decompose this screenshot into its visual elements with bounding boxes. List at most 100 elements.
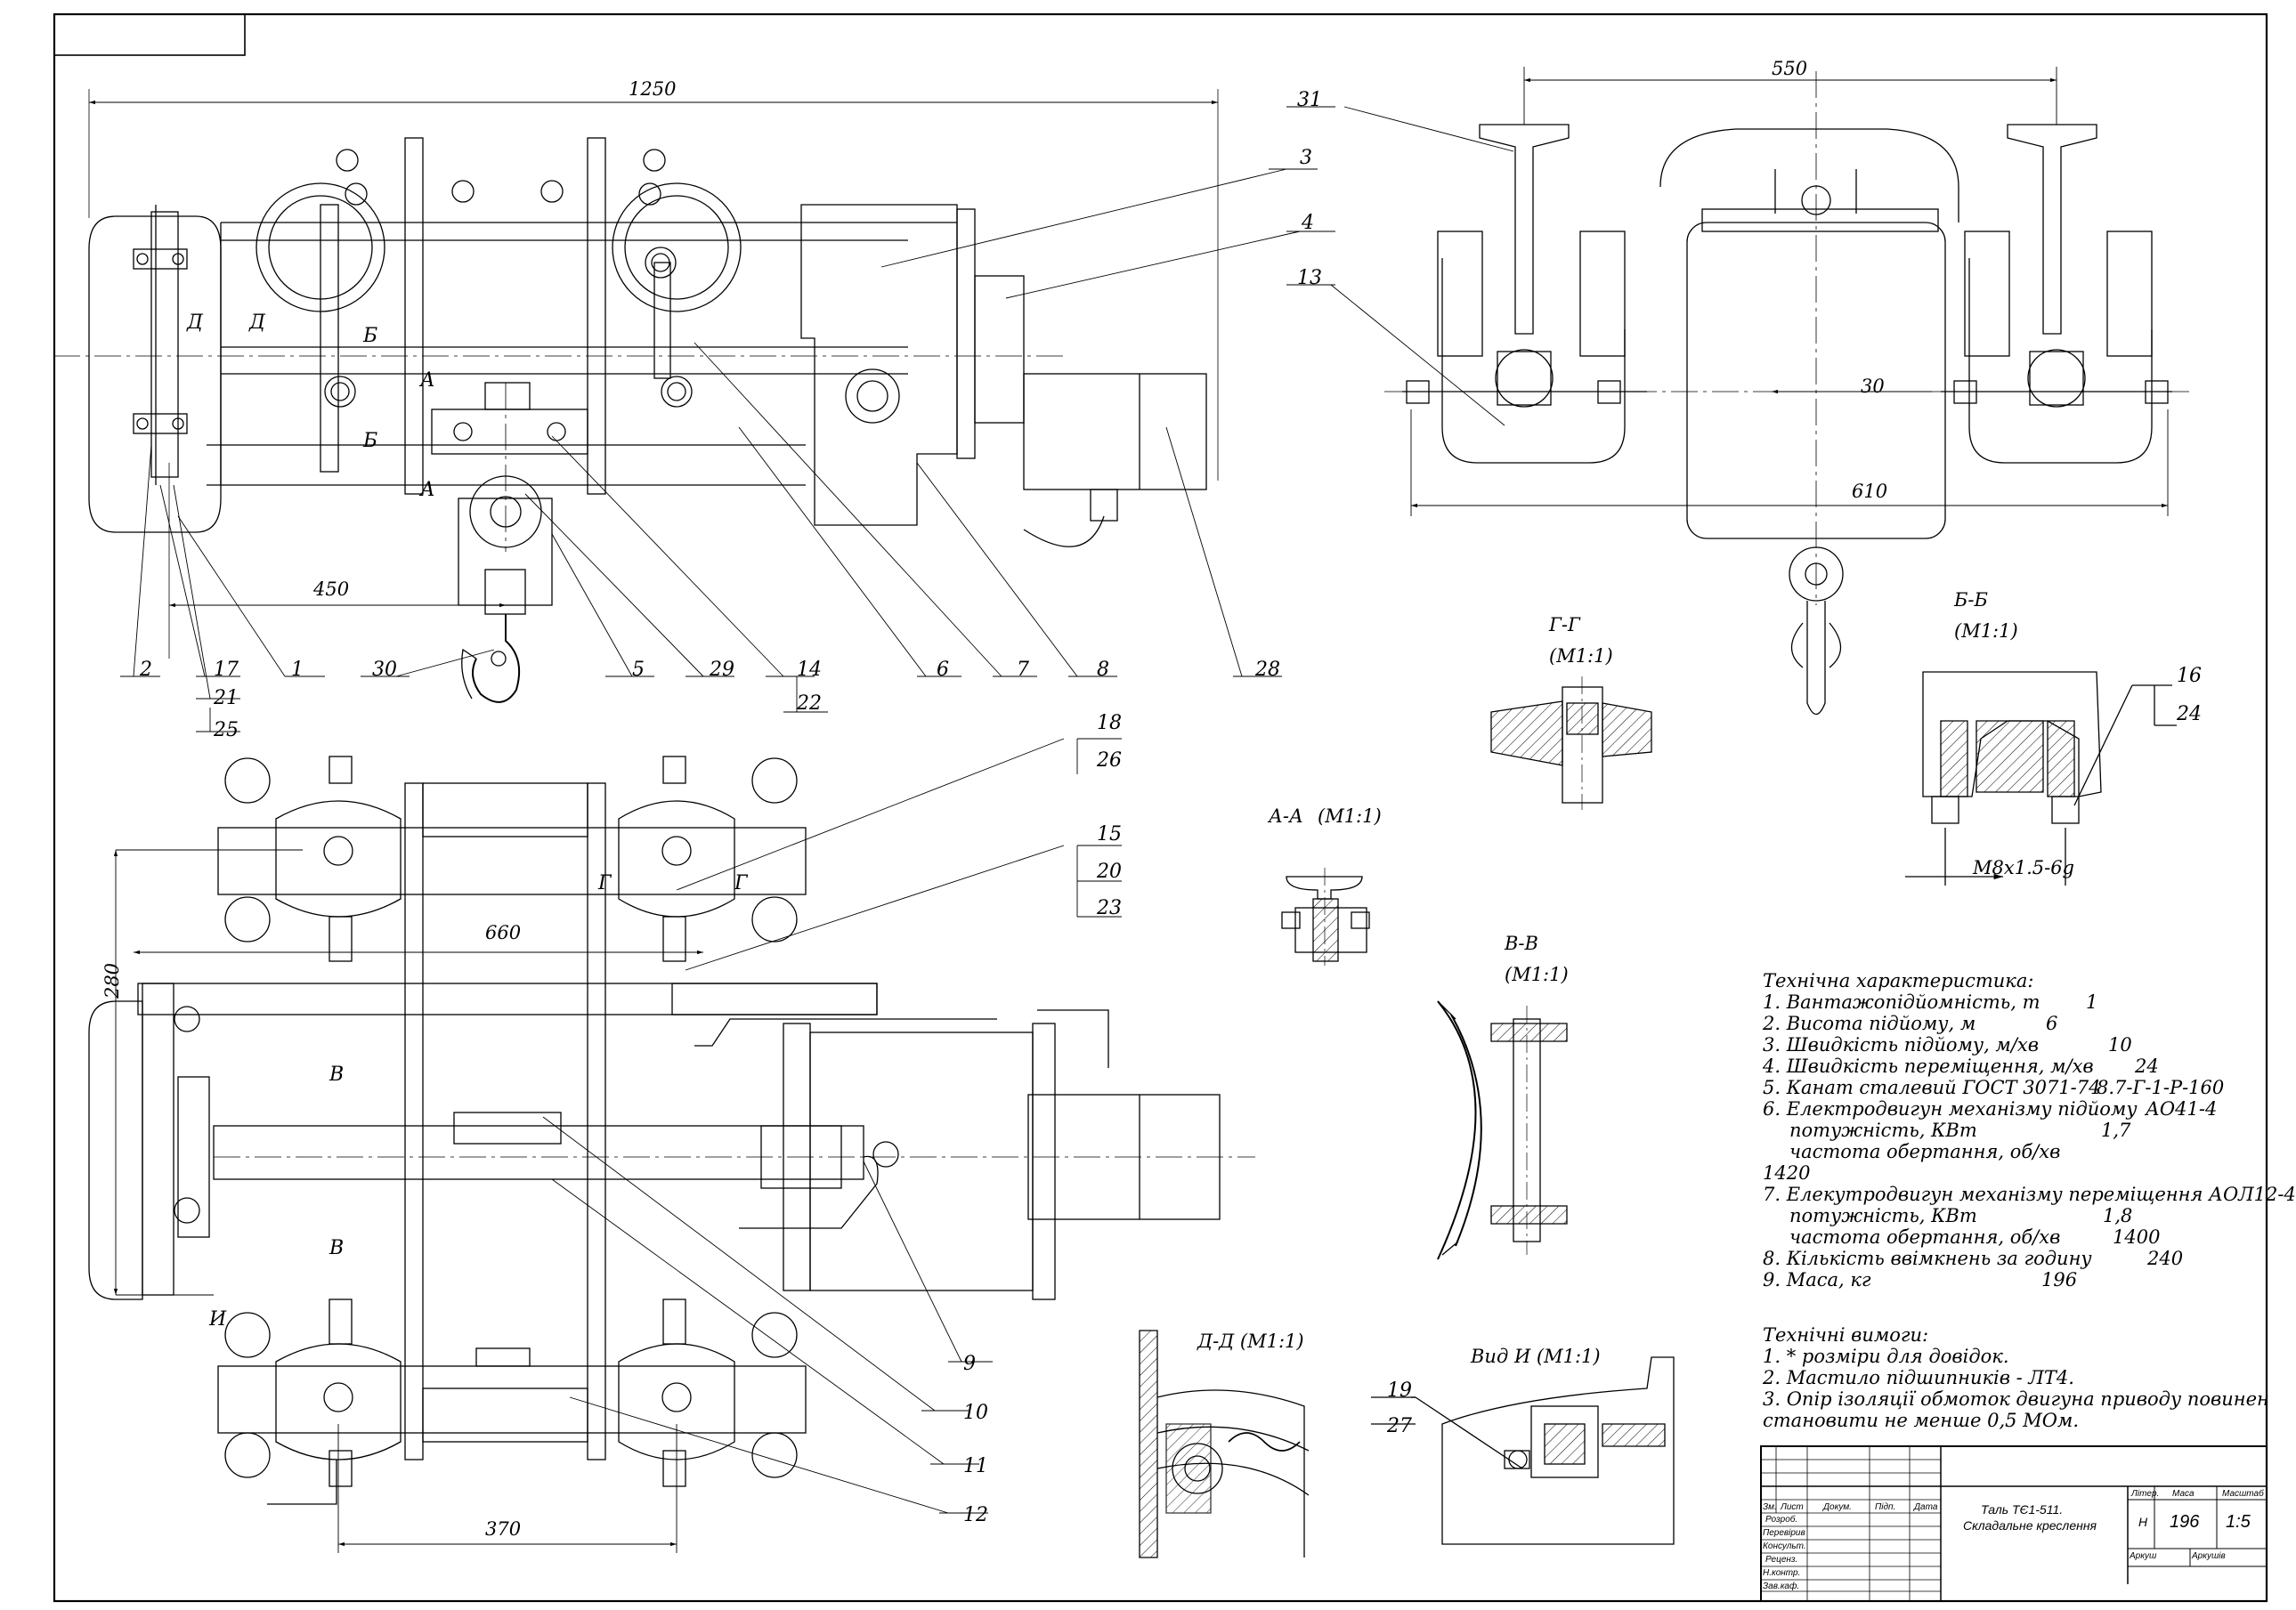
mark-v-1: В: [329, 1064, 345, 1086]
tb-subtitle: Складальне креслення: [1963, 1518, 2097, 1533]
side-dimensions: [1286, 67, 2169, 516]
callout-3: 3: [1300, 147, 1312, 169]
section-title-gg: Г-Г: [1549, 614, 1580, 635]
section-title-bb: Б-Б: [1954, 589, 1988, 611]
callout-28: 28: [1255, 659, 1280, 681]
callout-11: 11: [963, 1455, 988, 1477]
mark-g-1: Г: [598, 872, 612, 894]
spec-label: 2. Висота підйому, м: [1763, 1013, 1976, 1034]
front-view: [53, 137, 1207, 703]
tb-scale: 1:5: [2226, 1512, 2251, 1532]
callout-21: 21: [214, 687, 239, 709]
spec-value: 24: [2135, 1056, 2159, 1077]
callout-19: 19: [1387, 1379, 1412, 1402]
spec-label: 5. Канат сталевий ГОСТ 3071-74: [1763, 1077, 2101, 1098]
section-bb: [1905, 671, 2177, 886]
spec-value: АО41-4: [2146, 1098, 2218, 1120]
spec-value: 6: [2046, 1013, 2058, 1034]
mark-v-2: В: [329, 1237, 345, 1259]
mark-a-1: А: [420, 369, 435, 392]
section-scale-bb: (М1:1): [1954, 620, 2018, 642]
plan-view: [88, 756, 1255, 1505]
section-title-vid: Вид И (М1:1): [1471, 1346, 1601, 1367]
spec-label: 1. Вантажопідйомність, т: [1763, 991, 2040, 1013]
mark-b-1: Б: [363, 325, 378, 347]
tb-col-izm: Зм.: [1763, 1502, 1777, 1512]
side-view: [1384, 71, 2190, 716]
callout-20: 20: [1097, 861, 1122, 883]
callout-13: 13: [1297, 267, 1322, 289]
tb-col-date: Дата: [1914, 1502, 1938, 1512]
dim-1250: 1250: [629, 78, 677, 100]
requirement-line: 3. Опір ізоляції обмоток двигуна приводу…: [1763, 1388, 2269, 1410]
callout-14: 14: [797, 659, 822, 681]
tb-row: Перевірив: [1763, 1528, 1805, 1538]
plan-dimensions: [113, 738, 1122, 1553]
section-vv: [1437, 1000, 1568, 1260]
spec-label: 1420: [1763, 1162, 1811, 1184]
dim-660: 660: [485, 922, 522, 943]
tb-mass: 196: [2170, 1512, 2200, 1532]
section-title-dd: Д-Д (М1:1): [1197, 1331, 1304, 1352]
tb-sheets: Аркушів: [2192, 1551, 2226, 1561]
callout-5: 5: [632, 659, 645, 681]
front-dimensions: [88, 89, 1219, 659]
tb-h-mass: Маса: [2172, 1489, 2195, 1499]
tb-row: Реценз.: [1765, 1555, 1798, 1565]
spec-label: частота обертання, об/хв: [1789, 1226, 2061, 1248]
section-vid: [1371, 1356, 1675, 1545]
title-block: [1760, 1445, 2268, 1602]
tb-row: Розроб.: [1765, 1515, 1798, 1525]
spec-value: 240: [2147, 1248, 2184, 1269]
tb-col-list: Лист: [1781, 1502, 1804, 1512]
dim-610: 610: [1852, 481, 1888, 502]
callout-9: 9: [963, 1353, 976, 1375]
mark-d-1: Д: [187, 311, 203, 334]
sheet-frame: [53, 12, 2268, 1603]
requirement-line: 1. * розміри для довідок.: [1763, 1346, 2009, 1367]
requirements-title: Технічні вимоги:: [1763, 1324, 1929, 1346]
section-aa: [1281, 868, 1370, 966]
spec-label: 7. Елекутродвигун механізму переміщення …: [1763, 1184, 2296, 1205]
front-leaders: [120, 168, 1335, 732]
mark-i: И: [209, 1308, 227, 1331]
callout-18: 18: [1097, 712, 1122, 734]
spec-value: 1,8: [2103, 1205, 2133, 1226]
dim-30: 30: [1861, 376, 1885, 397]
tb-liter: Н: [2138, 1515, 2148, 1529]
tb-col-doc: Докум.: [1823, 1502, 1852, 1512]
spec-label: 9. Маса, кг: [1763, 1269, 1871, 1290]
callout-2: 2: [140, 659, 152, 681]
callout-7: 7: [1017, 659, 1029, 681]
callout-26: 26: [1097, 749, 1122, 772]
tb-row: Консульт.: [1763, 1541, 1806, 1551]
dim-550: 550: [1772, 58, 1808, 79]
callout-4: 4: [1302, 212, 1314, 234]
tb-h-liter: Літер.: [2131, 1489, 2160, 1499]
mark-d-2: Д: [249, 311, 265, 334]
spec-label: потужність, КВт: [1789, 1205, 1977, 1226]
tb-h-scale: Масштаб: [2222, 1489, 2264, 1499]
callout-30: 30: [372, 659, 397, 681]
callout-1: 1: [291, 659, 304, 681]
spec-label: 4. Швидкість переміщення, м/хв: [1763, 1056, 2094, 1077]
spec-value: 10: [2108, 1034, 2132, 1056]
requirement-line: 2. Мастило підшипників - ЛТ4.: [1763, 1367, 2074, 1388]
spec-label: 6. Електродвигун механізму підйому: [1763, 1098, 2138, 1120]
dim-450: 450: [313, 578, 350, 600]
spec-label: потужність, КВт: [1789, 1120, 1977, 1141]
callout-15: 15: [1097, 823, 1122, 845]
callout-22: 22: [797, 692, 822, 715]
dim-370: 370: [485, 1518, 522, 1540]
mark-b-2: Б: [363, 430, 378, 452]
section-title-vv: В-В: [1505, 933, 1538, 954]
section-scale-vv: (М1:1): [1505, 964, 1569, 985]
tb-col-sign: Підп.: [1875, 1502, 1896, 1512]
tb-title: Таль ТЄ1-511.: [1981, 1502, 2064, 1517]
section-gg: [1490, 676, 1652, 810]
thread-callout: М8х1.5-6g: [1973, 857, 2075, 878]
spec-value: 196: [2041, 1269, 2078, 1290]
mark-g-2: Г: [734, 872, 748, 894]
callout-6: 6: [937, 659, 949, 681]
